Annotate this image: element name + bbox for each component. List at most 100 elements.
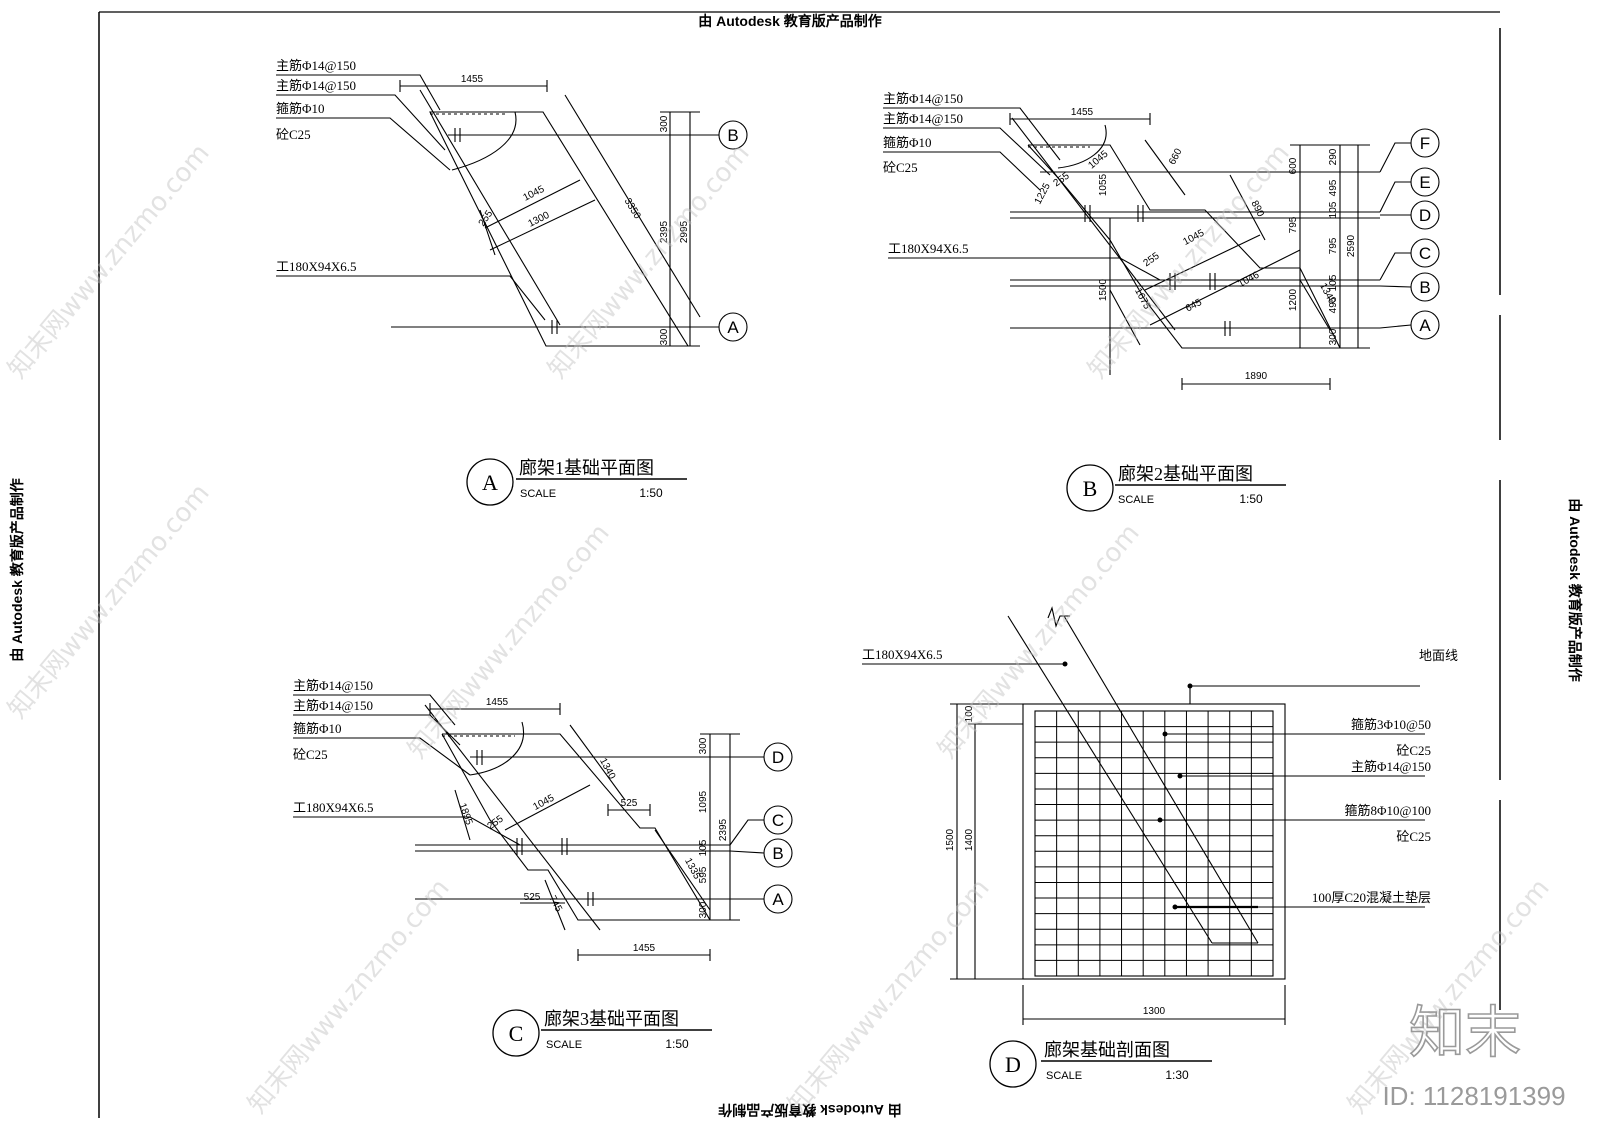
plan-a-callout-4: 砼C25 (276, 127, 311, 142)
brand-logo: 知末 (1409, 1001, 1521, 1066)
plan-c-axis-c: C (772, 811, 784, 830)
plan-c-axis-a: A (772, 890, 784, 909)
plan-b-callout-5: 工180X94X6.5 (888, 241, 969, 256)
plan-b-callout-2: 主筋Φ14@150 (883, 111, 963, 126)
section-d-dim-1300: 1300 (1143, 1006, 1166, 1017)
plan-a-text: 主筋Φ14@150 主筋Φ14@150 箍筋Φ10 砼C25 工180X94X6… (276, 58, 739, 345)
plan-c-dim-525-bottom: 525 (524, 892, 541, 903)
plan-b-dim-1045-top: 1045 (1086, 148, 1110, 171)
plan-b-text: 主筋Φ14@150 主筋Φ14@150 箍筋Φ10 砼C25 工180X94X6… (883, 91, 1431, 382)
plan-a-callout-2: 主筋Φ14@150 (276, 78, 356, 93)
autodesk-stamp-top: 由 Autodesk 教育版产品制作 (698, 13, 882, 29)
plan-b-dim-1890: 1890 (1245, 371, 1268, 382)
section-d-dim-1400: 1400 (964, 828, 975, 851)
plan-c-callout-3: 箍筋Φ10 (293, 721, 342, 736)
plan-c-dim-1455-bottom: 1455 (633, 943, 656, 954)
plan-a-dim-2395: 2395 (659, 220, 670, 243)
plan-a-axis-b: B (727, 126, 738, 145)
plan-c-dim-255: 255 (486, 813, 506, 832)
plan-b-dim-495-top: 495 (1328, 179, 1339, 196)
plan-a-badge: A (482, 470, 498, 495)
plan-c-dim-1895: 1895 (456, 802, 474, 827)
section-d-badge: D (1005, 1052, 1021, 1077)
plan-c-axis-b: B (772, 844, 783, 863)
plan-a-callout-5: 工180X94X6.5 (276, 259, 357, 274)
section-d-title: 廊架基础剖面图 (1044, 1040, 1170, 1060)
plan-b-dim-105-top: 105 (1328, 201, 1339, 218)
plan-b-axis-c: C (1419, 244, 1431, 263)
plan-a-title-block: A 廊架1基础平面图 SCALE 1:50 (466, 458, 687, 506)
reinforcement-grid (1035, 711, 1273, 976)
plan-c-dim-300-top: 300 (698, 737, 709, 754)
section-d-callout-stirrup-8: 箍筋8Φ10@100 (1345, 803, 1431, 818)
plan-a-scale-value: 1:50 (639, 486, 663, 500)
section-d-callout-stirrup-3: 箍筋3Φ10@50 (1351, 717, 1431, 732)
plan-b-dim-300: 300 (1328, 328, 1339, 345)
sheet-frame (98, 11, 1501, 1118)
plan-c-badge: C (509, 1021, 524, 1046)
watermark: 知末网www.znzmo.com (542, 138, 755, 384)
plan-b-scale-value: 1:50 (1239, 492, 1263, 506)
section-d-title-block: D 廊架基础剖面图 SCALE 1:30 (989, 1040, 1212, 1088)
section-d-callout-beam: 工180X94X6.5 (862, 647, 943, 662)
plan-b-dim-600: 600 (1288, 157, 1299, 174)
plan-c-dim-2395: 2395 (718, 818, 729, 841)
plan-b-dim-2590: 2590 (1346, 234, 1357, 257)
plan-b-dim-1046: 1046 (1236, 270, 1261, 290)
plan-b-badge: B (1083, 476, 1098, 501)
plan-c-callout-5: 工180X94X6.5 (293, 800, 374, 815)
plan-b-dim-1200: 1200 (1288, 288, 1299, 311)
section-d-text: 工180X94X6.5 地面线 箍筋3Φ10@50 砼C25 主筋Φ14@150… (862, 647, 1458, 1017)
section-d-drawing (862, 606, 1425, 1025)
section-d-callout-concrete-1: 砼C25 (1396, 743, 1431, 758)
watermark: 知末网www.znzmo.com (2, 478, 215, 724)
plan-b-dim-1225: 1225 (1033, 181, 1053, 206)
plan-c-callout-4: 砼C25 (293, 747, 328, 762)
section-d-callout-concrete-2: 砼C25 (1396, 829, 1431, 844)
watermark: 知末网www.znzmo.com (402, 518, 615, 764)
section-d-callout-cushion: 100厚C20混凝土垫层 (1312, 890, 1431, 905)
section-d-dim-100: 100 (964, 705, 975, 722)
plan-c-callout-1: 主筋Φ14@150 (293, 678, 373, 693)
plan-b-axis-b: B (1419, 278, 1430, 297)
plan-a-dim-1045: 1045 (521, 184, 546, 204)
watermark: 知末网www.znzmo.com (932, 518, 1145, 764)
plan-b-scale-label: SCALE (1118, 494, 1154, 506)
plan-a-callout-1: 主筋Φ14@150 (276, 58, 356, 73)
plan-c-dim-595: 595 (698, 866, 709, 883)
plan-c-drawing (293, 694, 793, 961)
plan-b-axis-d: D (1419, 206, 1431, 225)
plan-c-title: 廊架3基础平面图 (544, 1009, 679, 1029)
plan-c-dim-1095: 1095 (698, 790, 709, 813)
plan-b-axis-a: A (1419, 316, 1431, 335)
plan-c-dim-745: 745 (546, 894, 564, 914)
autodesk-stamp-right: 由 Autodesk 教育版产品制作 (1567, 498, 1583, 682)
plan-a-dim-2995: 2995 (679, 220, 690, 243)
plan-c-callout-2: 主筋Φ14@150 (293, 698, 373, 713)
plan-b-dim-1455: 1455 (1071, 107, 1094, 118)
watermark: 知末网www.znzmo.com (2, 138, 215, 384)
plan-a-dim-300-bottom: 300 (659, 328, 670, 345)
section-d-points (1062, 661, 1193, 910)
plan-a-title: 廊架1基础平面图 (519, 458, 654, 478)
id-label: ID: 1128191399 (1382, 1081, 1565, 1111)
plan-c-title-block: C 廊架3基础平面图 SCALE 1:50 (492, 1009, 712, 1057)
plan-b-dim-795-left: 795 (1288, 216, 1299, 233)
plan-c-axis-d: D (772, 748, 784, 767)
plan-b-axis-f: F (1420, 134, 1430, 153)
plan-a-scale-label: SCALE (520, 488, 556, 500)
watermark: 知末网www.znzmo.com (782, 873, 995, 1119)
plan-c-dim-1340: 1340 (597, 756, 617, 781)
section-d-dim-1500: 1500 (945, 828, 956, 851)
plan-b-title: 廊架2基础平面图 (1118, 464, 1253, 484)
plan-b-dim-1055: 1055 (1098, 173, 1109, 196)
section-d-callout-main-bar: 主筋Φ14@150 (1351, 759, 1431, 774)
plan-b-title-block: B 廊架2基础平面图 SCALE 1:50 (1066, 464, 1286, 512)
plan-c-dim-300-bottom: 300 (698, 901, 709, 918)
plan-b-dim-1500: 1500 (1098, 278, 1109, 301)
plan-b-axis-e: E (1419, 173, 1430, 192)
plan-b-dim-255-mid: 255 (1142, 250, 1162, 269)
plan-c-scale-label: SCALE (546, 1039, 582, 1051)
plan-a-drawing (276, 74, 748, 347)
